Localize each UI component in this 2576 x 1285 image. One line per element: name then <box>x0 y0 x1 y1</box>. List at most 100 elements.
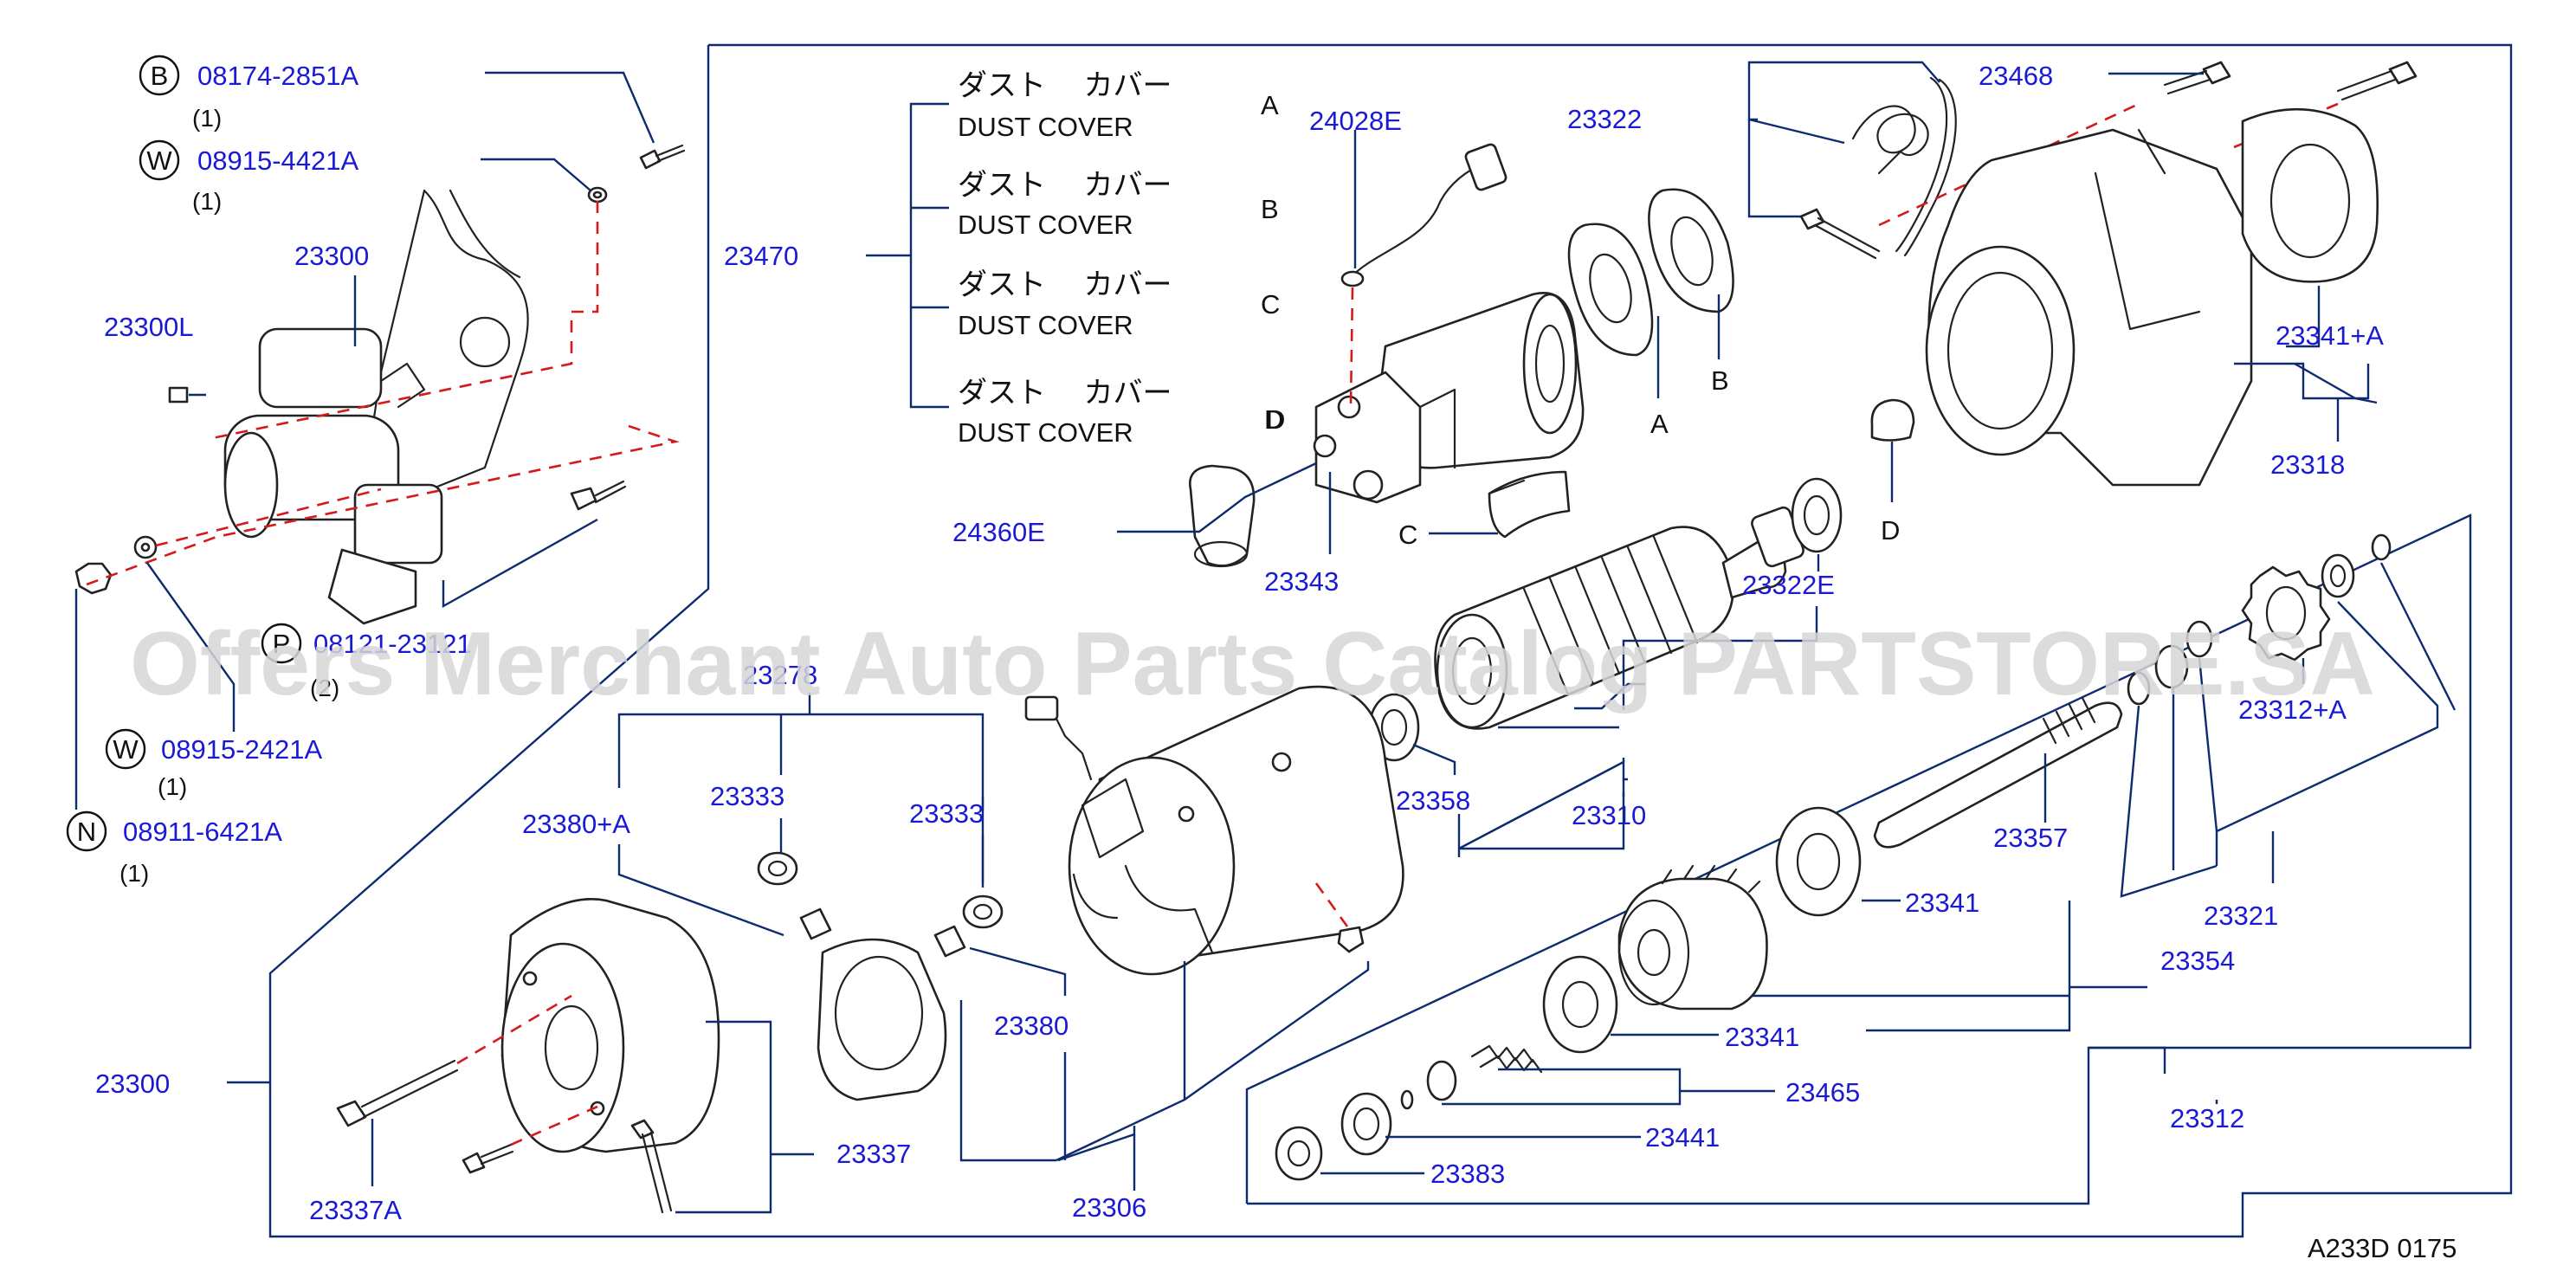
part-number-23380[interactable]: 23380 <box>994 1011 1068 1041</box>
part-number-23300L[interactable]: 23300L <box>104 312 193 342</box>
small-washers <box>2127 533 2392 706</box>
letter-d-cap: D <box>1881 515 1900 546</box>
dust-cover-c <box>1488 470 1571 539</box>
part-number-23300-thumb[interactable]: 23300 <box>294 241 369 271</box>
svg-text:B: B <box>151 61 169 91</box>
dust-cover-en-d: DUST COVER <box>958 417 1133 448</box>
part-number-23333-a[interactable]: 23333 <box>710 781 784 811</box>
letter-a-gasket: A <box>1650 409 1669 439</box>
part-number-23354[interactable]: 23354 <box>2160 946 2235 976</box>
dust-cover-en-a: DUST COVER <box>958 112 1133 142</box>
part-number-23380A[interactable]: 23380+A <box>522 809 630 839</box>
part-number-23465[interactable]: 23465 <box>1785 1077 1860 1107</box>
circled-letter-n: N <box>66 810 107 852</box>
part-number-23300[interactable]: 23300 <box>95 1069 170 1099</box>
small-screw-yoke <box>1337 926 1365 953</box>
part-number-23358[interactable]: 23358 <box>1396 785 1470 816</box>
rear-cover-23337 <box>500 898 720 1153</box>
qty: (1) <box>192 188 222 215</box>
circled-letter-w-bottom: W <box>105 728 146 770</box>
dust-cover-jp-a: ダスト カバー <box>958 69 1172 102</box>
dust-cover-jp-c: ダスト カバー <box>958 268 1172 301</box>
qty: (1) <box>192 105 222 132</box>
part-number-23278[interactable]: 23278 <box>743 660 817 690</box>
part-number-23310[interactable]: 23310 <box>1572 800 1646 830</box>
part-number-23306[interactable]: 23306 <box>1072 1192 1146 1223</box>
part-number-08121-23121[interactable]: 08121-23121 <box>313 629 472 659</box>
part-number-23322E[interactable]: 23322E <box>1742 570 1835 600</box>
part-number-23322[interactable]: 23322 <box>1567 104 1642 134</box>
letter-c-part: C <box>1398 520 1417 550</box>
gasket-a <box>1567 223 1654 357</box>
part-number-23333-b[interactable]: 23333 <box>909 798 984 829</box>
part-number-23337A[interactable]: 23337A <box>309 1195 402 1225</box>
dust-cover-letter-b: B <box>1261 194 1279 224</box>
part-number-24360E[interactable]: 24360E <box>952 517 1045 547</box>
bearing-23322E <box>1791 477 1843 553</box>
terminal-bolt <box>630 1119 673 1214</box>
dust-cover-letter-d: D <box>1264 404 1283 435</box>
svg-text:P: P <box>273 629 291 659</box>
part-number-23468[interactable]: 23468 <box>1979 61 2053 91</box>
part-number-23312A[interactable]: 23312+A <box>2238 694 2347 725</box>
part-number-24028E[interactable]: 24028E <box>1309 106 1402 136</box>
part-number-23341-lower[interactable]: 23341 <box>1725 1022 1799 1052</box>
flange-23341A <box>2241 107 2379 283</box>
clutch-gear-23354 <box>1617 864 1768 1011</box>
sleeve-23441 <box>1340 1089 1414 1156</box>
part-number-08915-4421A[interactable]: 08915-4421A <box>197 145 358 176</box>
part-number-23343[interactable]: 23343 <box>1264 566 1339 597</box>
stop-ring-23383 <box>1275 1126 1323 1181</box>
spring-23322 <box>1851 76 1957 257</box>
part-number-23441[interactable]: 23441 <box>1645 1122 1720 1153</box>
circled-letter-w-top: W <box>139 139 180 181</box>
part-number-23321[interactable]: 23321 <box>2204 901 2278 931</box>
callout-lines-left <box>485 71 655 144</box>
dust-cover-jp-b: ダスト カバー <box>958 169 1172 202</box>
part-number-23312[interactable]: 23312 <box>2170 1103 2244 1133</box>
part-number-23341A-top[interactable]: 23341+A <box>2276 320 2384 351</box>
part-number-23357[interactable]: 23357 <box>1993 823 2068 853</box>
through-bolt-top <box>1799 208 1881 260</box>
red-guide-lines <box>215 201 599 442</box>
pinion-shaft-23357 <box>1873 696 2123 849</box>
part-number-23337[interactable]: 23337 <box>836 1139 911 1169</box>
part-number-08915-2421A[interactable]: 08915-2421A <box>161 734 322 765</box>
part-number-23341-upper[interactable]: 23341 <box>1905 888 1979 918</box>
starter-assembly-thumbnail <box>74 144 686 625</box>
bearing-23341-upper <box>1775 806 1862 917</box>
pinion-group-outline <box>1245 513 2472 1205</box>
part-number-23383[interactable]: 23383 <box>1430 1159 1505 1189</box>
svg-text:N: N <box>77 817 96 847</box>
screw-rear <box>462 1143 514 1174</box>
circled-letter-b: B <box>139 55 180 96</box>
dust-cover-en-b: DUST COVER <box>958 210 1133 240</box>
part-number-08174-2851A[interactable]: 08174-2851A <box>197 61 358 91</box>
assembly-outline <box>268 43 2513 1238</box>
svg-text:W: W <box>113 734 139 765</box>
diagram-code: A233D 0175 <box>2308 1233 2457 1263</box>
dust-cover-letter-a: A <box>1261 90 1279 120</box>
bearing-23341-lower <box>1542 955 1618 1054</box>
qty: (1) <box>119 860 149 887</box>
watermark: Offers Merchant Auto Parts Catalog PARTS… <box>130 614 2375 714</box>
lead-wire-24028E <box>1340 143 1508 287</box>
dust-cover-bracket <box>909 102 949 409</box>
brush-spring-b <box>962 894 1004 929</box>
yoke-23306 <box>1024 685 1404 976</box>
circled-letter-p: P <box>261 623 302 664</box>
brush-spring-a <box>757 851 798 886</box>
through-bolt-23337A <box>336 1059 459 1127</box>
letter-d-terminal: D <box>1266 404 1285 435</box>
dust-cover-letter-c: C <box>1261 289 1280 320</box>
letter-b-gasket: B <box>1711 365 1729 396</box>
part-number-08911-6421A[interactable]: 08911-6421A <box>123 817 282 847</box>
part-number-23318[interactable]: 23318 <box>2270 449 2345 480</box>
dust-cover-d-terminal <box>1189 464 1256 568</box>
spring-23465 <box>1426 1044 1543 1101</box>
solenoid-switch <box>1313 292 1585 504</box>
pinion-gear-23312A <box>2241 565 2331 662</box>
svg-text:W: W <box>146 145 172 176</box>
part-number-23470[interactable]: 23470 <box>724 241 798 271</box>
